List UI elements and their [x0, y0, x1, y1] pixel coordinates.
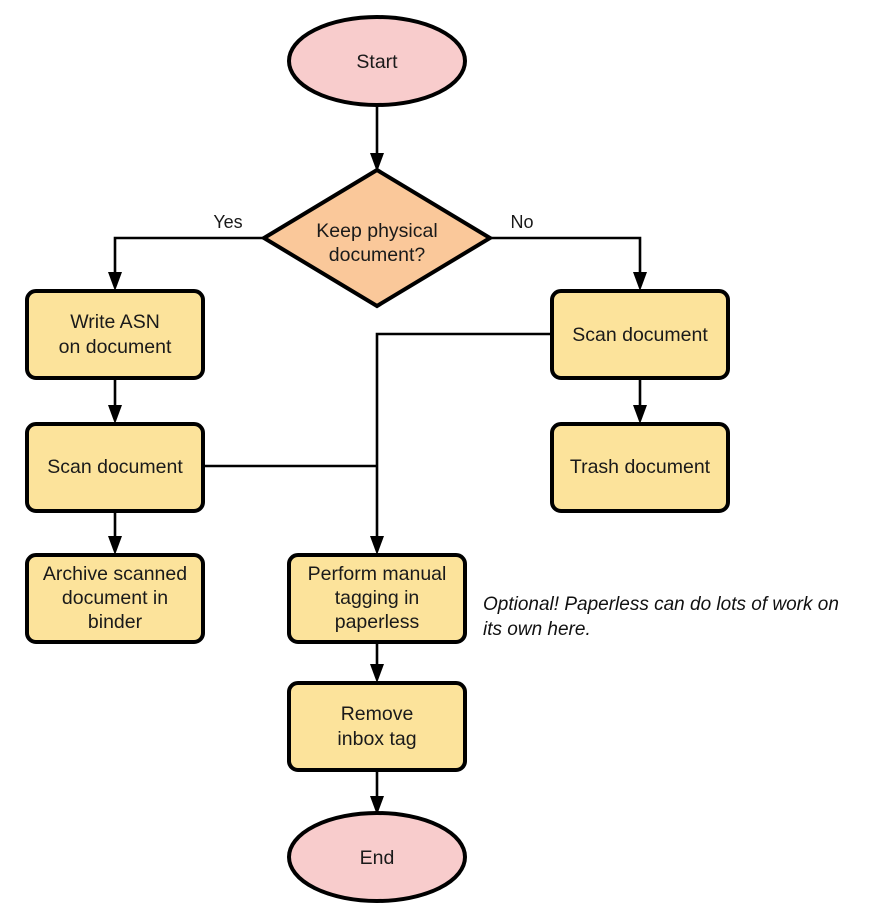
- node-inbox-label-line1: Remove: [341, 703, 414, 725]
- node-scan-document-right-label: Scan document: [572, 324, 708, 346]
- node-write-asn-label-line2: on document: [59, 336, 172, 358]
- arrowhead-icon: [108, 405, 122, 424]
- decision-diamond[interactable]: [260, 167, 494, 309]
- annotation-line-1: Optional! Paperless can do lots of work …: [483, 594, 839, 615]
- node-decision-keep-physical-document[interactable]: Keep physical document?: [260, 167, 494, 309]
- edge-write-to-scan-left: [108, 378, 122, 424]
- trash-document-box[interactable]: [550, 422, 730, 513]
- arrowhead-icon: [108, 536, 122, 555]
- edge-label-no: No: [510, 212, 533, 232]
- node-archive-scanned-document[interactable]: Archive scanned document in binder: [25, 553, 205, 644]
- node-end-label: End: [360, 847, 395, 869]
- arrowhead-icon: [370, 664, 384, 683]
- node-tagging-label-line1: Perform manual: [308, 563, 447, 585]
- arrowhead-icon: [370, 536, 384, 555]
- arrowhead-icon: [108, 272, 122, 291]
- node-scan-document-left-label: Scan document: [47, 456, 183, 478]
- node-decision-label-line1: Keep physical: [316, 220, 437, 242]
- node-perform-manual-tagging[interactable]: Perform manual tagging in paperless: [287, 553, 467, 644]
- end-ellipse[interactable]: [287, 811, 467, 903]
- arrowhead-icon: [633, 405, 647, 424]
- manual-tagging-box[interactable]: [287, 553, 467, 644]
- annotation-optional-note: Optional! Paperless can do lots of work …: [483, 594, 839, 640]
- remove-inbox-tag-box[interactable]: [287, 681, 467, 772]
- node-inbox-label-line2: inbox tag: [337, 728, 416, 750]
- edge-label-yes: Yes: [213, 212, 242, 232]
- node-decision-label-line2: document?: [329, 244, 426, 266]
- edge-scan-right-to-tagging: [370, 332, 552, 555]
- archive-document-box[interactable]: [25, 553, 205, 644]
- node-scan-document-left[interactable]: Scan document: [25, 422, 205, 513]
- arrowhead-icon: [370, 153, 384, 172]
- scan-document-right-box[interactable]: [550, 289, 730, 380]
- start-ellipse[interactable]: [287, 15, 467, 107]
- node-start[interactable]: Start: [287, 15, 467, 107]
- node-archive-label-line3: binder: [88, 611, 143, 633]
- node-write-asn-label-line1: Write ASN: [70, 311, 160, 333]
- node-scan-document-right[interactable]: Scan document: [550, 289, 730, 380]
- edge-decision-to-write: [108, 236, 264, 291]
- node-remove-inbox-tag[interactable]: Remove inbox tag: [287, 681, 467, 772]
- arrowhead-icon: [370, 796, 384, 815]
- edge-tagging-to-inbox: [370, 643, 384, 683]
- annotation-line-2: its own here.: [483, 619, 591, 640]
- node-start-label: Start: [356, 51, 398, 73]
- node-trash-document[interactable]: Trash document: [550, 422, 730, 513]
- node-archive-label-line1: Archive scanned: [43, 563, 187, 585]
- node-trash-document-label: Trash document: [570, 456, 711, 478]
- arrowhead-icon: [633, 272, 647, 291]
- node-write-asn[interactable]: Write ASN on document: [25, 289, 205, 380]
- edge-inbox-to-end: [370, 771, 384, 815]
- edge-start-to-decision: [370, 103, 384, 172]
- edge-decision-to-scan-right: [490, 236, 647, 291]
- node-tagging-label-line3: paperless: [335, 611, 420, 633]
- node-archive-label-line2: document in: [62, 587, 168, 609]
- scan-document-left-box[interactable]: [25, 422, 205, 513]
- node-tagging-label-line2: tagging in: [335, 587, 420, 609]
- edge-scan-right-to-trash: [633, 378, 647, 424]
- write-asn-box[interactable]: [25, 289, 205, 380]
- node-end[interactable]: End: [287, 811, 467, 903]
- edge-scan-left-to-archive: [108, 511, 122, 555]
